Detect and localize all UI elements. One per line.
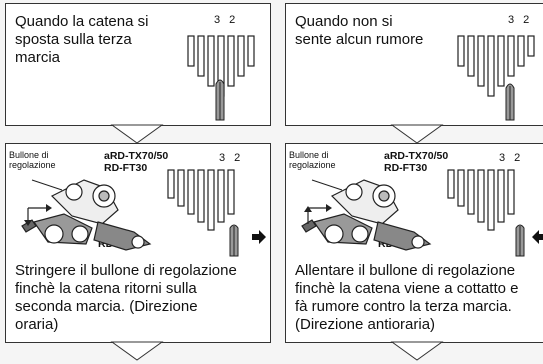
sprocket-diagram (187, 35, 255, 121)
sprocket-diagram (447, 169, 525, 257)
gear-labels: 3 2 (219, 152, 244, 164)
model-label-top: aRD-TX70/50 RD-FT30 (384, 150, 449, 174)
panel-top-left: Quando la catena si sposta sulla terza m… (5, 3, 271, 126)
sprocket-diagram (457, 35, 535, 121)
panel-text: Allentare il bullone di regolazione finc… (295, 262, 519, 333)
down-arrow-icon (390, 341, 444, 361)
panel-top-right: Quando non si sente alcun rumore 3 2 (285, 3, 543, 126)
down-arrow-icon (110, 341, 164, 361)
gear-labels: 3 2 (499, 152, 524, 164)
gear-labels: 3 2 (214, 14, 239, 26)
panel-text: Quando non si sente alcun rumore (295, 13, 424, 48)
arrow-left-icon (532, 230, 543, 244)
down-arrow-icon (110, 124, 164, 144)
model-label-top: aRD-TX70/50 RD-FT30 (104, 150, 169, 174)
down-arrow-icon (390, 124, 444, 144)
gear-labels: 3 2 (508, 14, 533, 26)
sprocket-diagram (167, 169, 239, 257)
bolt-label: Bullone di regolazione (289, 150, 336, 170)
panel-bottom-left: Bullone di regolazione aRD-TX70/50 RD-FT… (5, 143, 271, 343)
bolt-label: Bullone di regolazione (9, 150, 56, 170)
derailleur-illustration (301, 179, 432, 251)
panel-bottom-right: Bullone di regolazione aRD-TX70/50 RD-FT… (285, 143, 543, 343)
arrow-right-icon (252, 230, 266, 244)
derailleur-illustration (21, 179, 152, 251)
panel-text: Stringere il bullone di regolazione finc… (15, 262, 237, 333)
panel-text: Quando la catena si sposta sulla terza m… (15, 13, 149, 66)
